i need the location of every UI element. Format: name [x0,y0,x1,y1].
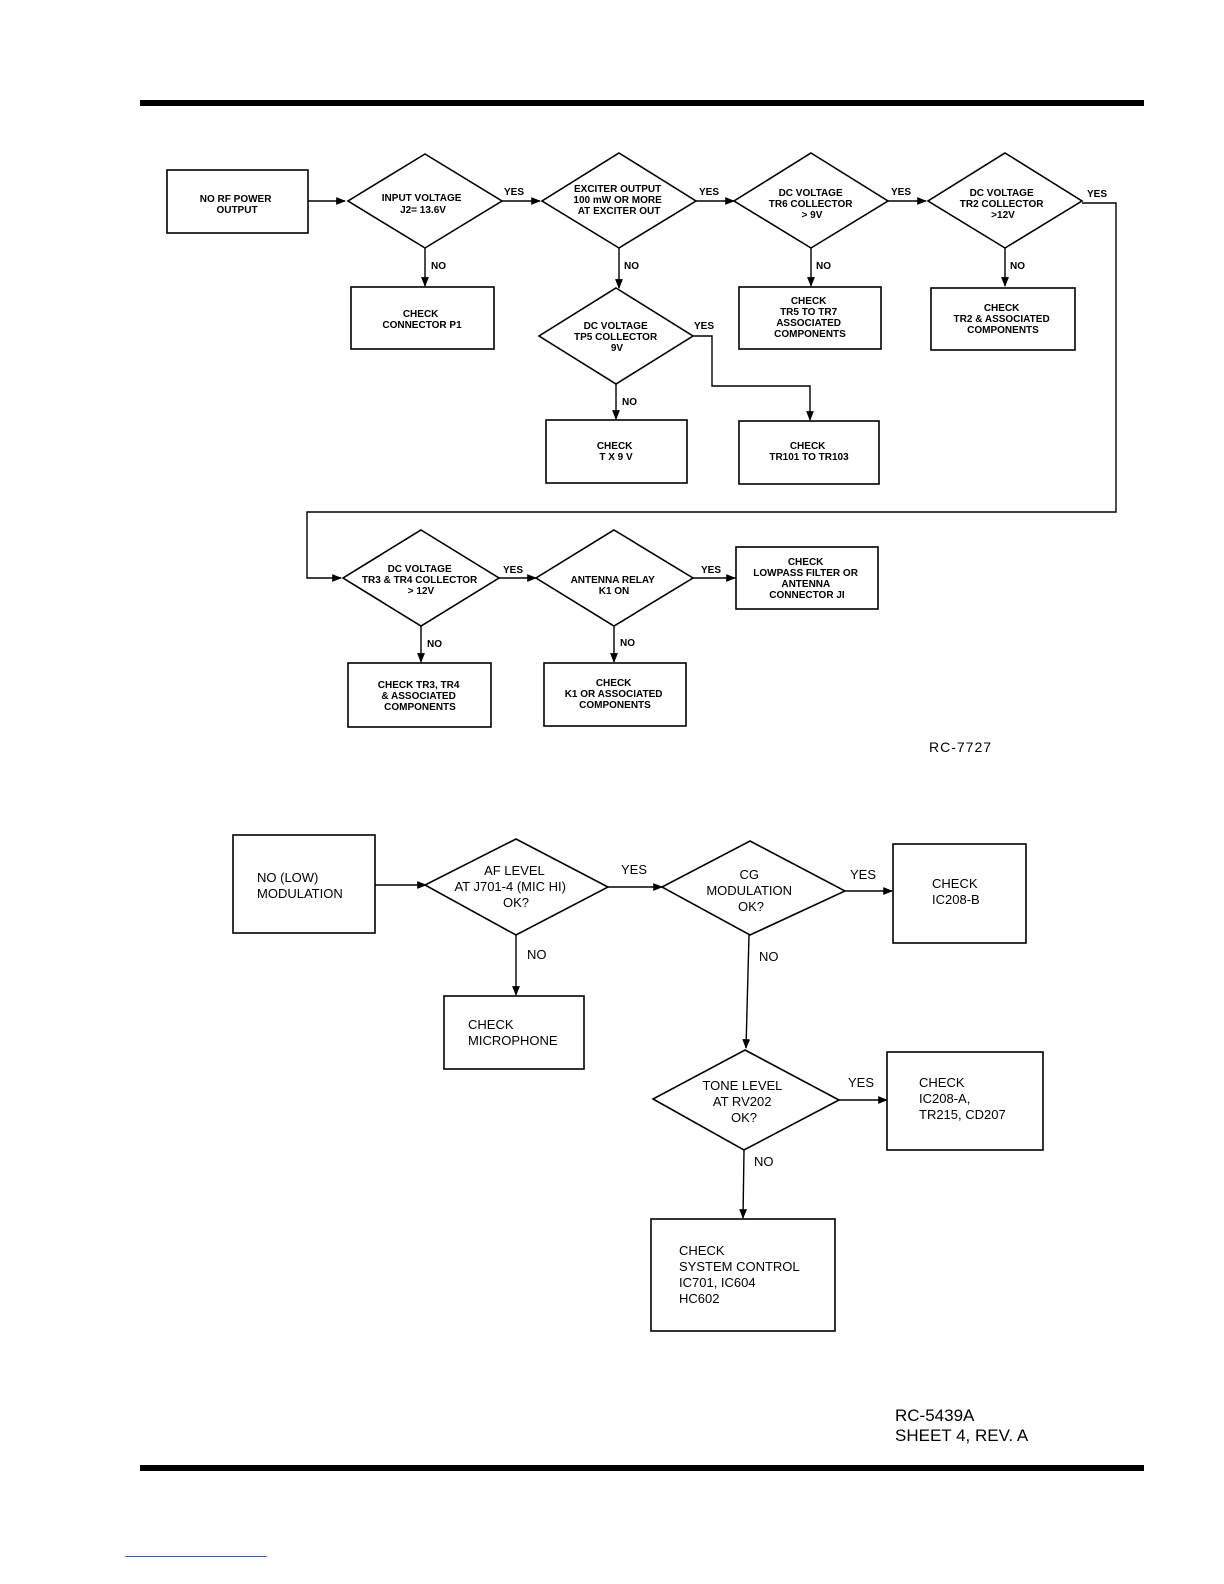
decision-tone-level-text: TONE LEVEL AT RV202 OK? [702,1078,785,1125]
decision-exciter-output [540,152,698,249]
decision-tone-level [651,1049,841,1151]
bottom-rule [140,1465,1144,1471]
arrow-cg-no [742,934,751,1049]
label-yes: YES [1087,189,1107,200]
label-yes: YES [699,187,719,198]
label-yes: YES [621,862,647,877]
check-tr2 [930,287,1076,351]
check-tr2-text: CHECK TR2 & ASSOCIATED COMPONENTS [954,303,1053,336]
decision-af-level-text: AF LEVEL AT J701-4 (MIC HI) OK? [454,863,569,910]
check-tr101-tr103-text: CHECK TR101 TO TR103 [769,441,849,463]
check-lowpass-filter [735,546,879,610]
label-no: NO [527,947,547,962]
label-no: NO [1010,261,1025,272]
label-no: NO [622,397,637,408]
check-microphone [443,995,585,1070]
arrow-tp5-yes [693,335,814,421]
check-connector-p1-text: CHECK CONNECTOR P1 [382,309,462,331]
label-no: NO [816,261,831,272]
check-ic208-b-text: CHECK IC208-B [932,876,981,907]
decision-input-voltage-text: INPUT VOLTAGE J2= 13.6V [382,193,464,216]
check-tr5-tr7-text: CHECK TR5 TO TR7 ASSOCIATED COMPONENTS [774,296,846,340]
arrow-tone-no [739,1149,748,1219]
decision-antenna-relay-text: ANTENNA RELAY K1 ON [571,575,658,597]
label-no: NO [620,638,635,649]
decision-tr3-tr4-collector-text: DC VOLTAGE TR3 & TR4 COLLECTOR > 12V [362,564,480,597]
check-tr5-tr7 [738,286,882,350]
check-system-control-text: CHECK SYSTEM CONTROL IC701, IC604 HC602 [679,1243,803,1306]
check-microphone-text: CHECK MICROPHONE [468,1017,558,1048]
label-no: NO [427,639,442,650]
check-ic208-a-text: CHECK IC208-A, TR215, CD207 [919,1075,1006,1122]
decision-tr2-collector [926,152,1084,249]
check-system-control [650,1218,836,1332]
label-yes: YES [850,867,876,882]
start-no-low-modulation [232,834,376,934]
label-no: NO [624,261,639,272]
check-ic208-b [892,843,1027,944]
check-ic208-a [886,1051,1044,1151]
decision-cg-modulation-text: CG MODULATION OK? [706,867,795,914]
label-yes: YES [503,565,523,576]
label-no: NO [759,949,779,964]
label-no: NO [754,1154,774,1169]
label-yes: YES [694,321,714,332]
check-tr101-tr103 [738,420,880,485]
decision-tp5-collector-text: DC VOLTAGE TP5 COLLECTOR 9V [574,321,660,354]
decision-input-voltage [346,153,504,249]
footer-link-underline [125,1556,267,1557]
start-no-rf-power-text: NO RF POWER OUTPUT [200,194,274,216]
decision-cg-modulation [660,840,847,936]
flowchart-no-low-modulation: YES YES YES NO NO NO NO (LOW) MODULATION… [232,834,1044,1445]
decision-antenna-relay [534,529,695,627]
check-lowpass-filter-text: CHECK LOWPASS FILTER OR ANTENNA CONNECTO… [753,557,860,601]
flowchart-no-rf-power: YES YES YES YES YES YES YES NO NO NO NO … [166,152,1117,755]
figure-reference-rc7727: RC-7727 [929,739,992,755]
decision-af-level [423,838,610,936]
start-no-rf-power [166,169,309,234]
decision-tr2-collector-text: DC VOLTAGE TR2 COLLECTOR >12V [960,188,1047,221]
check-tr3-tr4 [347,662,492,728]
check-tr3-tr4-text: CHECK TR3, TR4 & ASSOCIATED COMPONENTS [378,680,462,713]
top-rule [140,100,1144,106]
label-no: NO [431,261,446,272]
decision-tr3-tr4-collector [341,529,501,627]
start-no-low-modulation-text: NO (LOW) MODULATION [257,870,343,901]
check-tx-9v [545,419,688,484]
label-yes: YES [848,1075,874,1090]
figure-reference-rc5439a: RC-5439A SHEET 4, REV. A [895,1406,1029,1445]
decision-exciter-output-text: EXCITER OUTPUT 100 mW OR MORE AT EXCITER… [573,184,664,217]
check-connector-p1 [350,286,495,350]
arrow-tr2-yes-to-tr3 [306,202,1117,582]
label-yes: YES [891,187,911,198]
decision-tr6-collector-text: DC VOLTAGE TR6 COLLECTOR > 9V [769,188,856,221]
check-tx-9v-text: CHECK T X 9 V [597,441,635,463]
decision-tp5-collector [537,287,695,385]
label-yes: YES [701,565,721,576]
label-yes: YES [504,187,524,198]
decision-tr6-collector [732,152,890,249]
check-k1 [543,662,687,727]
check-k1-text: CHECK K1 OR ASSOCIATED COMPONENTS [565,678,666,711]
